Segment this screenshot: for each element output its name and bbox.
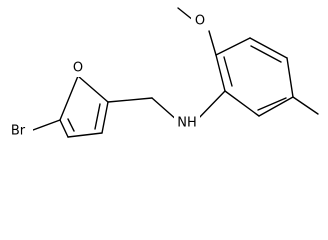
- bond-o-c2: [77, 75, 109, 103]
- bond-c3-c4-double: [250, 45, 282, 63]
- bond-o-methyl: [177, 7, 194, 21]
- bond-ch2-n: [151, 97, 179, 122]
- bond-c3-c4: [249, 37, 288, 59]
- bond-c1-c2-double: [223, 56, 233, 87]
- amine-label: NH: [177, 116, 197, 131]
- bond-c6-c1: [224, 90, 260, 117]
- furan-ring: [59, 75, 109, 138]
- bond-c5-c6: [258, 96, 294, 117]
- bond-c3-c4: [67, 132, 103, 138]
- structure-diagram: Br O NH O: [3, 7, 319, 140]
- bond-c4-c5: [286, 57, 294, 98]
- bond-c5-o: [59, 75, 79, 121]
- bond-n-c1: [195, 90, 226, 122]
- bond-c5-methyl: [292, 96, 319, 115]
- bond-c2-o-methoxy: [208, 30, 217, 56]
- bond-c5-c6-double: [257, 97, 287, 111]
- bond-c4-c5: [59, 119, 69, 138]
- bond-c2-c3: [215, 37, 251, 56]
- bond-c1-c2: [215, 54, 226, 92]
- furan-oxygen-label-bg: [69, 59, 87, 77]
- bond-c2-ch2: [107, 97, 153, 103]
- furan-oxygen-label: O: [73, 61, 83, 76]
- methoxy-oxygen-label: O: [195, 14, 205, 29]
- amine-label-bg: [174, 113, 200, 133]
- bromine-label-bg: [3, 120, 33, 140]
- bond-c2-c3-double: [94, 103, 101, 130]
- bromine-label: Br: [11, 124, 26, 139]
- benzene-ring: [215, 37, 294, 117]
- bond-c4-c5-double: [67, 118, 75, 132]
- methoxy-oxygen-label-bg: [191, 12, 209, 30]
- bond-c2-c3: [101, 101, 109, 134]
- bond-c5-br: [32, 119, 61, 131]
